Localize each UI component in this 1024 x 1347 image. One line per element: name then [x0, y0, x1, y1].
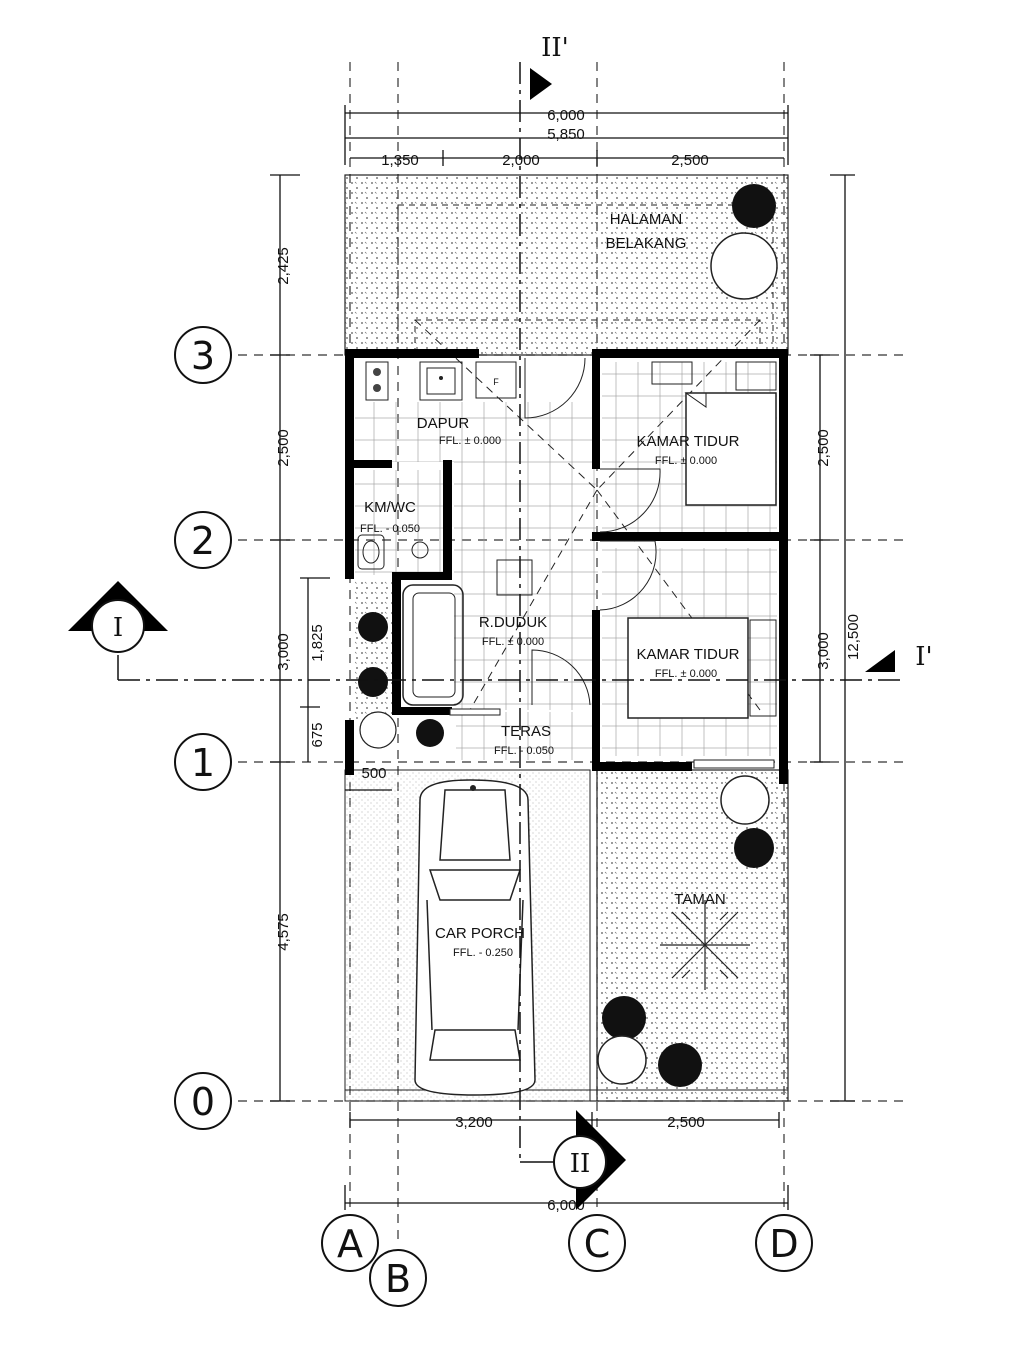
sofa-icon	[402, 584, 464, 706]
terrace-floor	[456, 712, 592, 760]
walls	[345, 349, 788, 784]
dim-right-total: 12,500	[845, 614, 862, 660]
window-bedroom1	[693, 759, 775, 769]
section-mark-left: I	[113, 613, 123, 643]
grid-bubbles-cols	[321, 1214, 813, 1307]
door-swing-icon	[524, 357, 661, 706]
grid-col-c: C	[584, 1222, 611, 1266]
dim-top-seg1: 1,350	[381, 152, 419, 169]
halaman-label-2: BELAKANG	[606, 235, 687, 252]
kamar-tidur-1-ffl: FFL. ± 0.000	[655, 455, 717, 467]
dim-right-1: 2,500	[815, 429, 832, 467]
kamar-tidur-1-label: KAMAR TIDUR	[636, 433, 739, 450]
dapur-ffl: FFL. ± 0.000	[439, 435, 501, 447]
grid-row-0: 0	[191, 1080, 215, 1124]
section-marker-icon	[68, 581, 895, 672]
tree-icon	[358, 184, 778, 1087]
dim-top-seg3: 2,500	[671, 152, 709, 169]
dim-bottom-seg1: 3,200	[455, 1114, 493, 1131]
section-mark-top: II'	[541, 33, 569, 63]
grid-row-2: 2	[191, 519, 215, 563]
right-dimensions	[810, 174, 855, 1102]
rduduk-ffl: FFL. ± 0.000	[482, 636, 544, 648]
bottom-dimensions	[344, 1112, 789, 1210]
grid-row-3: 3	[191, 334, 215, 378]
top-dimensions	[344, 105, 789, 166]
kamar-tidur-2-label: KAMAR TIDUR	[636, 646, 739, 663]
grid-col-d: D	[769, 1222, 798, 1266]
coffee-table	[496, 559, 533, 596]
section-line-II	[519, 62, 555, 1163]
dim-bottom-seg2: 2,500	[667, 1114, 705, 1131]
section-mark-right: I'	[915, 642, 932, 672]
window-terrace	[449, 708, 501, 716]
section-mark-bottom: II	[570, 1149, 591, 1179]
dim-right-2: 3,000	[815, 632, 832, 670]
kamar-tidur-2-ffl: FFL. ± 0.000	[655, 668, 717, 680]
roof-line	[414, 319, 761, 356]
dim-left-3: 3,000	[275, 633, 292, 671]
carporch-ffl: FFL. - 0.250	[453, 947, 513, 959]
carporch-label: CAR PORCH	[435, 925, 525, 942]
kmwc-floor	[355, 470, 445, 575]
teras-ffl: FFL. - 0.050	[494, 745, 554, 757]
side-garden	[355, 580, 393, 720]
shrub-icon	[660, 900, 750, 990]
taman-label: TAMAN	[674, 891, 725, 908]
backyard-inner-line	[397, 204, 774, 356]
bed-icon	[627, 617, 777, 719]
fridge-label: F	[493, 377, 499, 387]
kmwc-ffl: FFL. - 0.050	[360, 523, 420, 535]
stove-icon	[365, 361, 389, 401]
dapur-label: DAPUR	[417, 415, 470, 432]
grid-row-1: 1	[191, 741, 215, 785]
dim-top-inner: 5,850	[547, 126, 585, 143]
fridge: F	[475, 361, 517, 399]
sink-icon	[419, 361, 463, 401]
left-dimensions	[270, 174, 392, 1102]
kitchen-floor	[355, 402, 598, 462]
dim-left-2: 2,500	[275, 429, 292, 467]
dim-left-6: 675	[309, 722, 326, 747]
dim-left-5: 1,825	[309, 624, 326, 662]
dim-bottom-overall: 6,000	[547, 1197, 585, 1214]
kmwc-label: KM/WC	[364, 499, 416, 516]
dim-top-seg2: 2,000	[502, 152, 540, 169]
dim-top-overall: 6,000	[547, 107, 585, 124]
grid-col-b: B	[385, 1257, 411, 1301]
bed-icon	[651, 361, 777, 506]
grid-col-a: A	[337, 1222, 363, 1266]
halaman-label-1: HALAMAN	[610, 211, 683, 228]
dim-left-7: 500	[361, 765, 386, 782]
living-floor	[454, 462, 598, 710]
section-line-I	[117, 655, 900, 681]
rduduk-label: R.DUDUK	[479, 614, 547, 631]
dim-left-4: 4,575	[275, 913, 292, 951]
teras-label: TERAS	[501, 723, 551, 740]
toilet-icon	[357, 534, 429, 570]
dim-left-1: 2,425	[275, 247, 292, 285]
section-marker-icon	[530, 68, 626, 1210]
grid-bubbles-rows	[174, 326, 232, 1130]
